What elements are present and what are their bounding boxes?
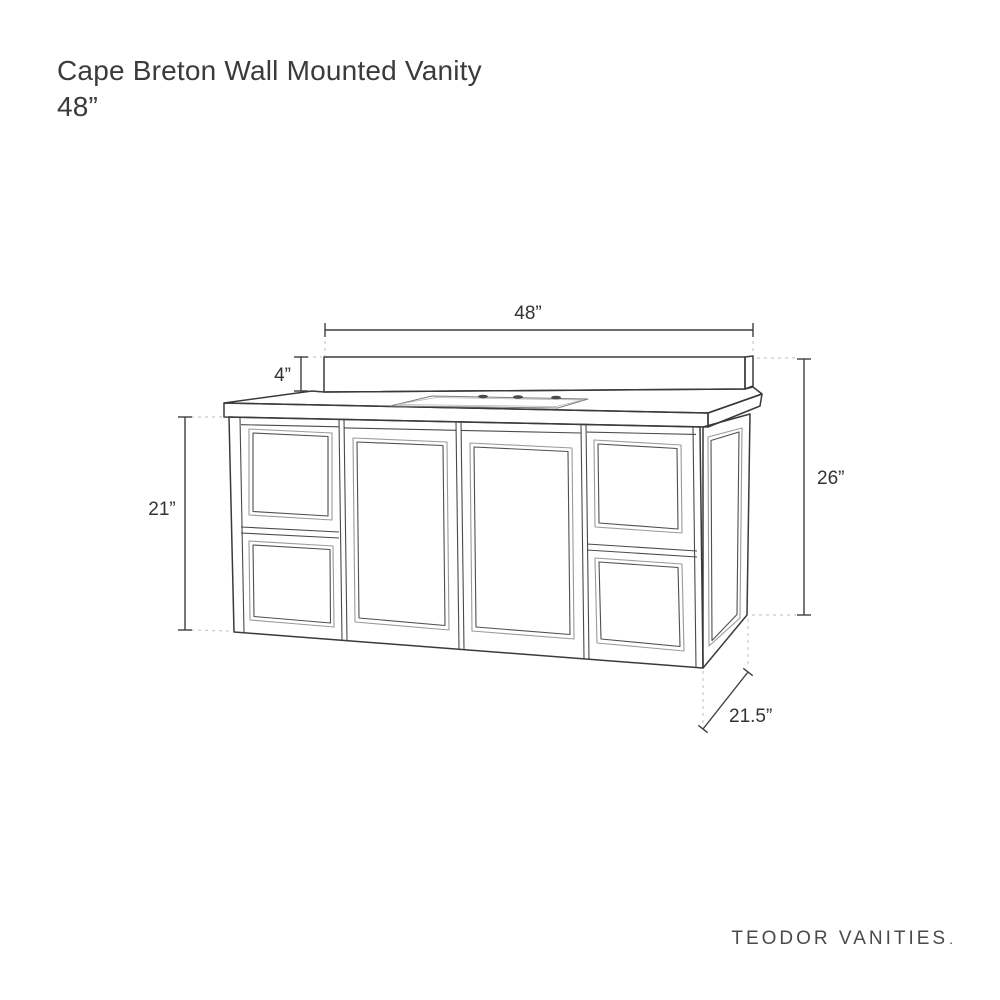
cabinet-doors xyxy=(352,437,575,640)
left-drawers xyxy=(240,428,340,628)
dimension-depth: 21.5” xyxy=(697,667,772,734)
dimension-overall-height: 26” xyxy=(797,358,844,616)
dimension-overall-height-label: 26” xyxy=(817,468,844,489)
cabinet-front xyxy=(228,416,704,669)
countertop xyxy=(223,386,763,428)
title-line-2: 48” xyxy=(57,91,99,122)
sink-cutout xyxy=(389,395,589,409)
backsplash xyxy=(323,355,754,393)
left-drawer-bottom-panel xyxy=(248,540,335,628)
dimension-width: 48” xyxy=(324,303,754,337)
dimension-cabinet-height-label: 21” xyxy=(148,499,175,520)
brand-name: TEODOR VANITIES xyxy=(731,928,949,949)
brand-logo: TEODOR VANITIES. xyxy=(731,928,953,950)
left-drawer-top-panel xyxy=(248,428,333,521)
title-line-1: Cape Breton Wall Mounted Vanity xyxy=(57,55,482,86)
left-door-panel xyxy=(352,437,450,631)
dimension-cabinet-height: 21” xyxy=(148,416,192,631)
right-drawers xyxy=(586,439,698,652)
right-door-panel xyxy=(469,442,575,640)
right-drawer-bottom-panel xyxy=(594,557,685,652)
drawing-title: Cape Breton Wall Mounted Vanity 48” xyxy=(57,53,482,125)
dimension-backsplash-height: 4” xyxy=(274,356,308,392)
dimension-width-label: 48” xyxy=(514,303,541,324)
dimension-backsplash-label: 4” xyxy=(274,365,291,386)
vanity-drawing xyxy=(223,355,763,669)
brand-mark: . xyxy=(949,931,953,947)
side-panel xyxy=(702,413,751,669)
faucet-holes xyxy=(478,394,561,400)
right-drawer-top-panel xyxy=(593,439,683,534)
dimension-depth-label: 21.5” xyxy=(729,706,772,727)
